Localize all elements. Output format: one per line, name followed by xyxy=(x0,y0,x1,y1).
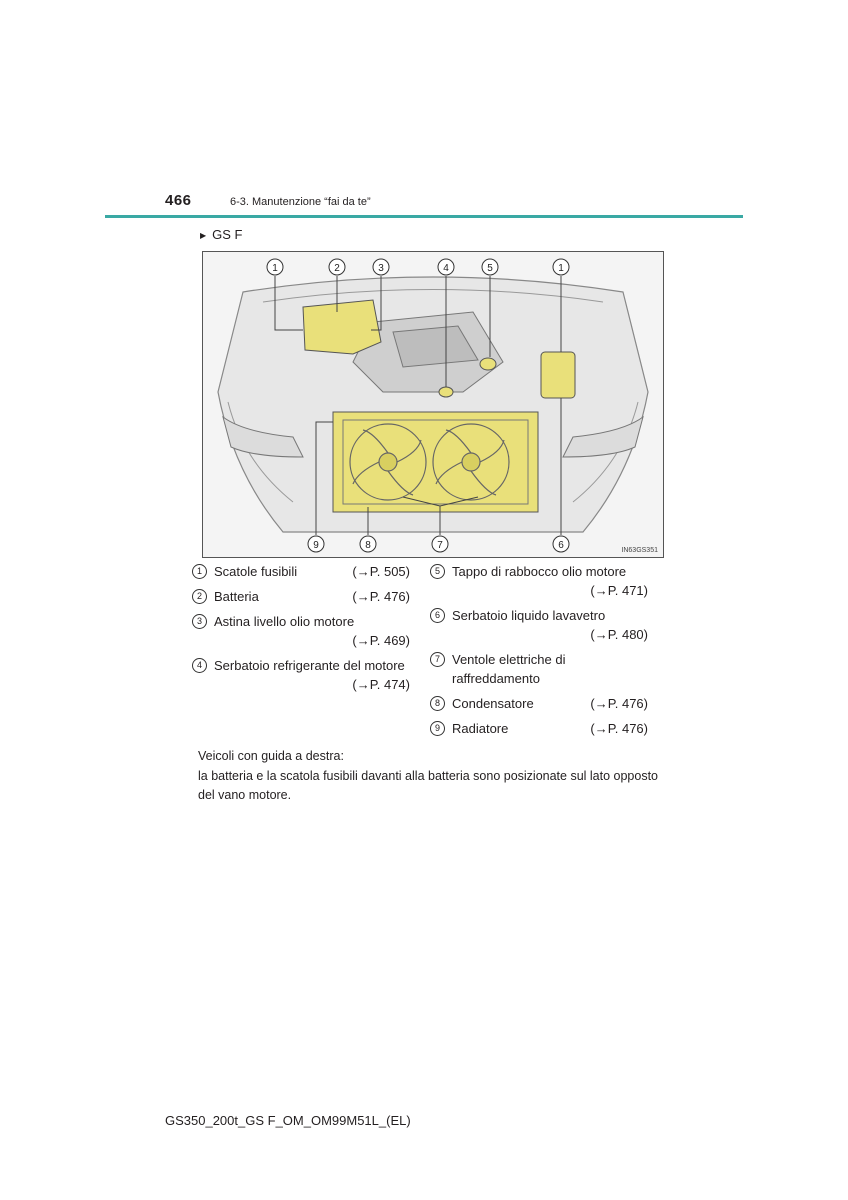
legend-label: Tappo di rabbocco olio motore xyxy=(452,564,627,579)
legend-right: 5 Tappo di rabbocco olio motore (→P. 471… xyxy=(430,562,648,744)
number-badge: 3 xyxy=(192,614,207,629)
callout-label: 1 xyxy=(272,263,278,274)
legend-ref: (→P. 476) xyxy=(590,696,648,711)
legend-ref: (→P. 471) xyxy=(590,583,648,598)
number-badge: 8 xyxy=(430,696,445,711)
legend-item: 1 Scatole fusibili (→P. 505) xyxy=(192,562,410,581)
legend-ref: (→P. 469) xyxy=(352,633,410,648)
figure-code: IN63GS351 xyxy=(621,547,658,554)
note-heading: Veicoli con guida a destra: xyxy=(198,749,344,763)
legend-label: Scatole fusibili xyxy=(214,564,298,579)
legend-label: Condensatore xyxy=(452,696,534,711)
cooling-fans xyxy=(349,423,510,501)
legend-item: 4 Serbatoio refrigerante del motore (→P.… xyxy=(192,656,410,694)
legend-label: Serbatoio liquido lavavetro xyxy=(452,608,606,623)
number-badge: 2 xyxy=(192,589,207,604)
legend-ref: (→P. 505) xyxy=(352,564,410,579)
coolant-reservoir-shape xyxy=(438,386,454,398)
number-badge: 5 xyxy=(430,564,445,579)
rhd-note: Veicoli con guida a destra: la batteria … xyxy=(198,747,660,806)
callout-label: 7 xyxy=(437,540,443,551)
legend-item: 2 Batteria (→P. 476) xyxy=(192,587,410,606)
section-title: 6-3. Manutenzione “fai da te” xyxy=(230,196,371,208)
footer-code: GS350_200t_GS F_OM_OM99M51L_(EL) xyxy=(165,1113,411,1128)
fuse-box-battery-shape xyxy=(302,299,382,355)
legend-label: Ventole elettriche di raffreddamento xyxy=(452,652,566,686)
page-number: 466 xyxy=(165,192,192,209)
legend-item: 9 Radiatore (→P. 476) xyxy=(430,719,648,738)
variant-label: ▶ GS F xyxy=(200,227,243,242)
note-body: la batteria e la scatola fusibili davant… xyxy=(198,768,659,803)
callout-label: 3 xyxy=(378,263,384,274)
variant-name: GS F xyxy=(212,227,243,242)
callout-label: 6 xyxy=(558,540,564,551)
legend-item: 5 Tappo di rabbocco olio motore (→P. 471… xyxy=(430,562,648,600)
number-badge: 4 xyxy=(192,658,207,673)
callout-label: 5 xyxy=(487,263,493,274)
callout-label: 8 xyxy=(365,540,371,551)
legend-ref: (→P. 476) xyxy=(590,721,648,736)
number-badge: 6 xyxy=(430,608,445,623)
number-badge: 9 xyxy=(430,721,445,736)
triangle-bullet-icon: ▶ xyxy=(200,231,207,240)
legend-label: Astina livello olio motore xyxy=(214,614,355,629)
callouts-bottom xyxy=(307,535,570,553)
legend-item: 7 Ventole elettriche di raffreddamento xyxy=(430,650,648,688)
callouts-top xyxy=(266,258,570,276)
number-badge: 1 xyxy=(192,564,207,579)
legend-item: 8 Condensatore (→P. 476) xyxy=(430,694,648,713)
legend-label: Radiatore xyxy=(452,721,509,736)
engine-bay-illustration: 1 2 3 4 5 1 9 8 7 6 IN63GS351 xyxy=(217,258,658,554)
legend-label: Serbatoio refrigerante del motore xyxy=(214,658,405,673)
callout-label: 1 xyxy=(558,263,564,274)
legend-item: 6 Serbatoio liquido lavavetro (→P. 480) xyxy=(430,606,648,644)
legend-label: Batteria xyxy=(214,589,259,604)
oil-cap-shape xyxy=(479,357,497,371)
callout-label: 2 xyxy=(334,263,340,274)
engine-figure: 1 2 3 4 5 1 9 8 7 6 IN63GS351 xyxy=(202,251,664,558)
legend-ref: (→P. 476) xyxy=(352,589,410,604)
callout-label: 4 xyxy=(443,263,449,274)
callout-label: 9 xyxy=(313,540,319,551)
number-badge: 7 xyxy=(430,652,445,667)
header-rule xyxy=(105,215,743,218)
radiator-shape xyxy=(332,411,539,513)
legend-left: 1 Scatole fusibili (→P. 505) 2 Batteria (→… xyxy=(192,562,410,700)
legend-ref: (→P. 474) xyxy=(352,677,410,692)
legend-item: 3 Astina livello olio motore (→P. 469) xyxy=(192,612,410,650)
legend-ref: (→P. 480) xyxy=(590,627,648,642)
washer-tank-shape xyxy=(540,351,576,399)
